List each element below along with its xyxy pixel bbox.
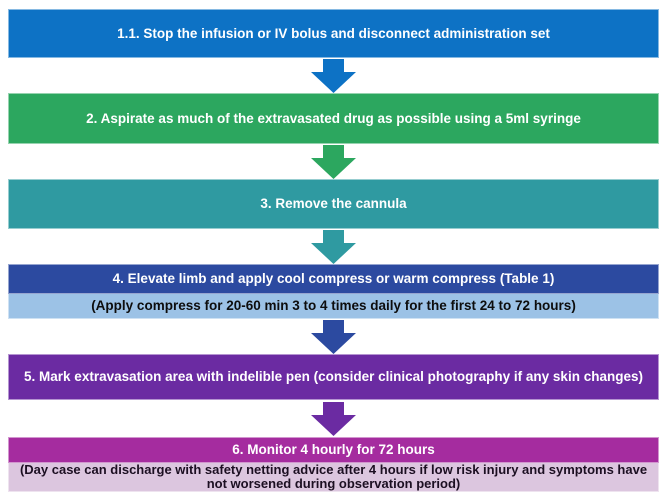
- flow-step-box: 4. Elevate limb and apply cool compress …: [8, 264, 659, 294]
- down-arrow-icon: [8, 144, 659, 179]
- flow-step-label: 1.1. Stop the infusion or IV bolus and d…: [117, 25, 550, 41]
- flow-step-box: 2. Aspirate as much of the extravasated …: [8, 93, 659, 144]
- flow-step-box: 6. Monitor 4 hourly for 72 hours: [8, 437, 659, 463]
- flow-step-subbox: (Apply compress for 20-60 min 3 to 4 tim…: [8, 294, 659, 319]
- flow-step-box: 5. Mark extravasation area with indelibl…: [8, 354, 659, 400]
- flow-step-label: 3. Remove the cannula: [260, 196, 407, 212]
- flow-step: 5. Mark extravasation area with indelibl…: [8, 354, 659, 437]
- flow-step: 4. Elevate limb and apply cool compress …: [8, 264, 659, 354]
- flow-step-subbox: (Day case can discharge with safety nett…: [8, 461, 659, 492]
- flow-step: 3. Remove the cannula: [8, 179, 659, 264]
- flow-step-label: 5. Mark extravasation area with indelibl…: [24, 369, 643, 385]
- flow-step-label: 4. Elevate limb and apply cool compress …: [112, 271, 555, 287]
- down-arrow-icon: [8, 400, 659, 437]
- down-arrow-icon: [8, 319, 659, 354]
- flow-step-box: 3. Remove the cannula: [8, 179, 659, 229]
- flow-step-sublabel: (Apply compress for 20-60 min 3 to 4 tim…: [91, 298, 576, 314]
- flow-step-box: 1.1. Stop the infusion or IV bolus and d…: [8, 9, 659, 58]
- flow-step: 6. Monitor 4 hourly for 72 hours (Day ca…: [8, 437, 659, 492]
- flow-step: 2. Aspirate as much of the extravasated …: [8, 93, 659, 179]
- down-arrow-icon: [8, 229, 659, 264]
- flow-step: 1.1. Stop the infusion or IV bolus and d…: [8, 9, 659, 93]
- flow-step-label: 2. Aspirate as much of the extravasated …: [86, 110, 581, 126]
- flow-step-sublabel: (Day case can discharge with safety nett…: [19, 461, 648, 491]
- down-arrow-icon: [8, 58, 659, 93]
- flow-step-label: 6. Monitor 4 hourly for 72 hours: [232, 442, 435, 458]
